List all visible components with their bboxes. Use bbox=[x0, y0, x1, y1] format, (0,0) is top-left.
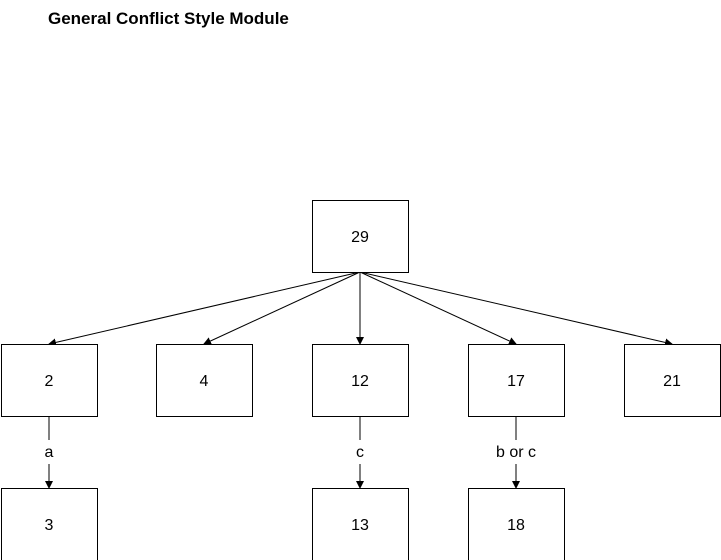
edge-n29-n4 bbox=[203, 271, 361, 345]
node-box bbox=[1, 344, 98, 417]
node-box bbox=[1, 488, 98, 560]
node-box bbox=[468, 344, 565, 417]
node-label: 13 bbox=[351, 517, 369, 534]
node-2: 2 bbox=[1, 344, 98, 417]
node-box bbox=[468, 488, 565, 560]
edge-label: a bbox=[45, 444, 54, 461]
node-box bbox=[312, 488, 409, 560]
edge-n2-n3: a bbox=[45, 416, 54, 489]
node-4: 4 bbox=[156, 344, 253, 417]
edge-label: c bbox=[356, 444, 364, 461]
node-box bbox=[624, 344, 721, 417]
node-17: 17 bbox=[468, 344, 565, 417]
node-box bbox=[156, 344, 253, 417]
node-label: 2 bbox=[45, 373, 54, 390]
node-label: 4 bbox=[200, 373, 209, 390]
edge-line bbox=[203, 271, 361, 345]
node-3: 3 bbox=[1, 488, 98, 560]
node-label: 17 bbox=[507, 373, 525, 390]
node-21: 21 bbox=[624, 344, 721, 417]
edge-n12-n13: c bbox=[356, 416, 364, 489]
node-label: 18 bbox=[507, 517, 525, 534]
node-12: 12 bbox=[312, 344, 409, 417]
edge-line bbox=[48, 271, 361, 347]
edge-line bbox=[359, 271, 517, 345]
node-box bbox=[312, 200, 409, 273]
node-box bbox=[312, 344, 409, 417]
edge-n29-n17 bbox=[359, 271, 517, 345]
node-13: 13 bbox=[312, 488, 409, 560]
diagram-title: General Conflict Style Module bbox=[48, 9, 289, 28]
edge-line bbox=[359, 271, 673, 347]
node-label: 12 bbox=[351, 373, 369, 390]
node-label: 29 bbox=[351, 229, 369, 246]
node-label: 3 bbox=[45, 517, 54, 534]
edge-n29-n2 bbox=[48, 271, 361, 347]
node-18: 18 bbox=[468, 488, 565, 560]
node-29: 29 bbox=[312, 200, 409, 273]
edge-n29-n21 bbox=[359, 271, 673, 347]
edge-label: b or c bbox=[496, 444, 536, 461]
edge-n17-n18: b or c bbox=[496, 416, 536, 489]
node-label: 21 bbox=[663, 373, 681, 390]
